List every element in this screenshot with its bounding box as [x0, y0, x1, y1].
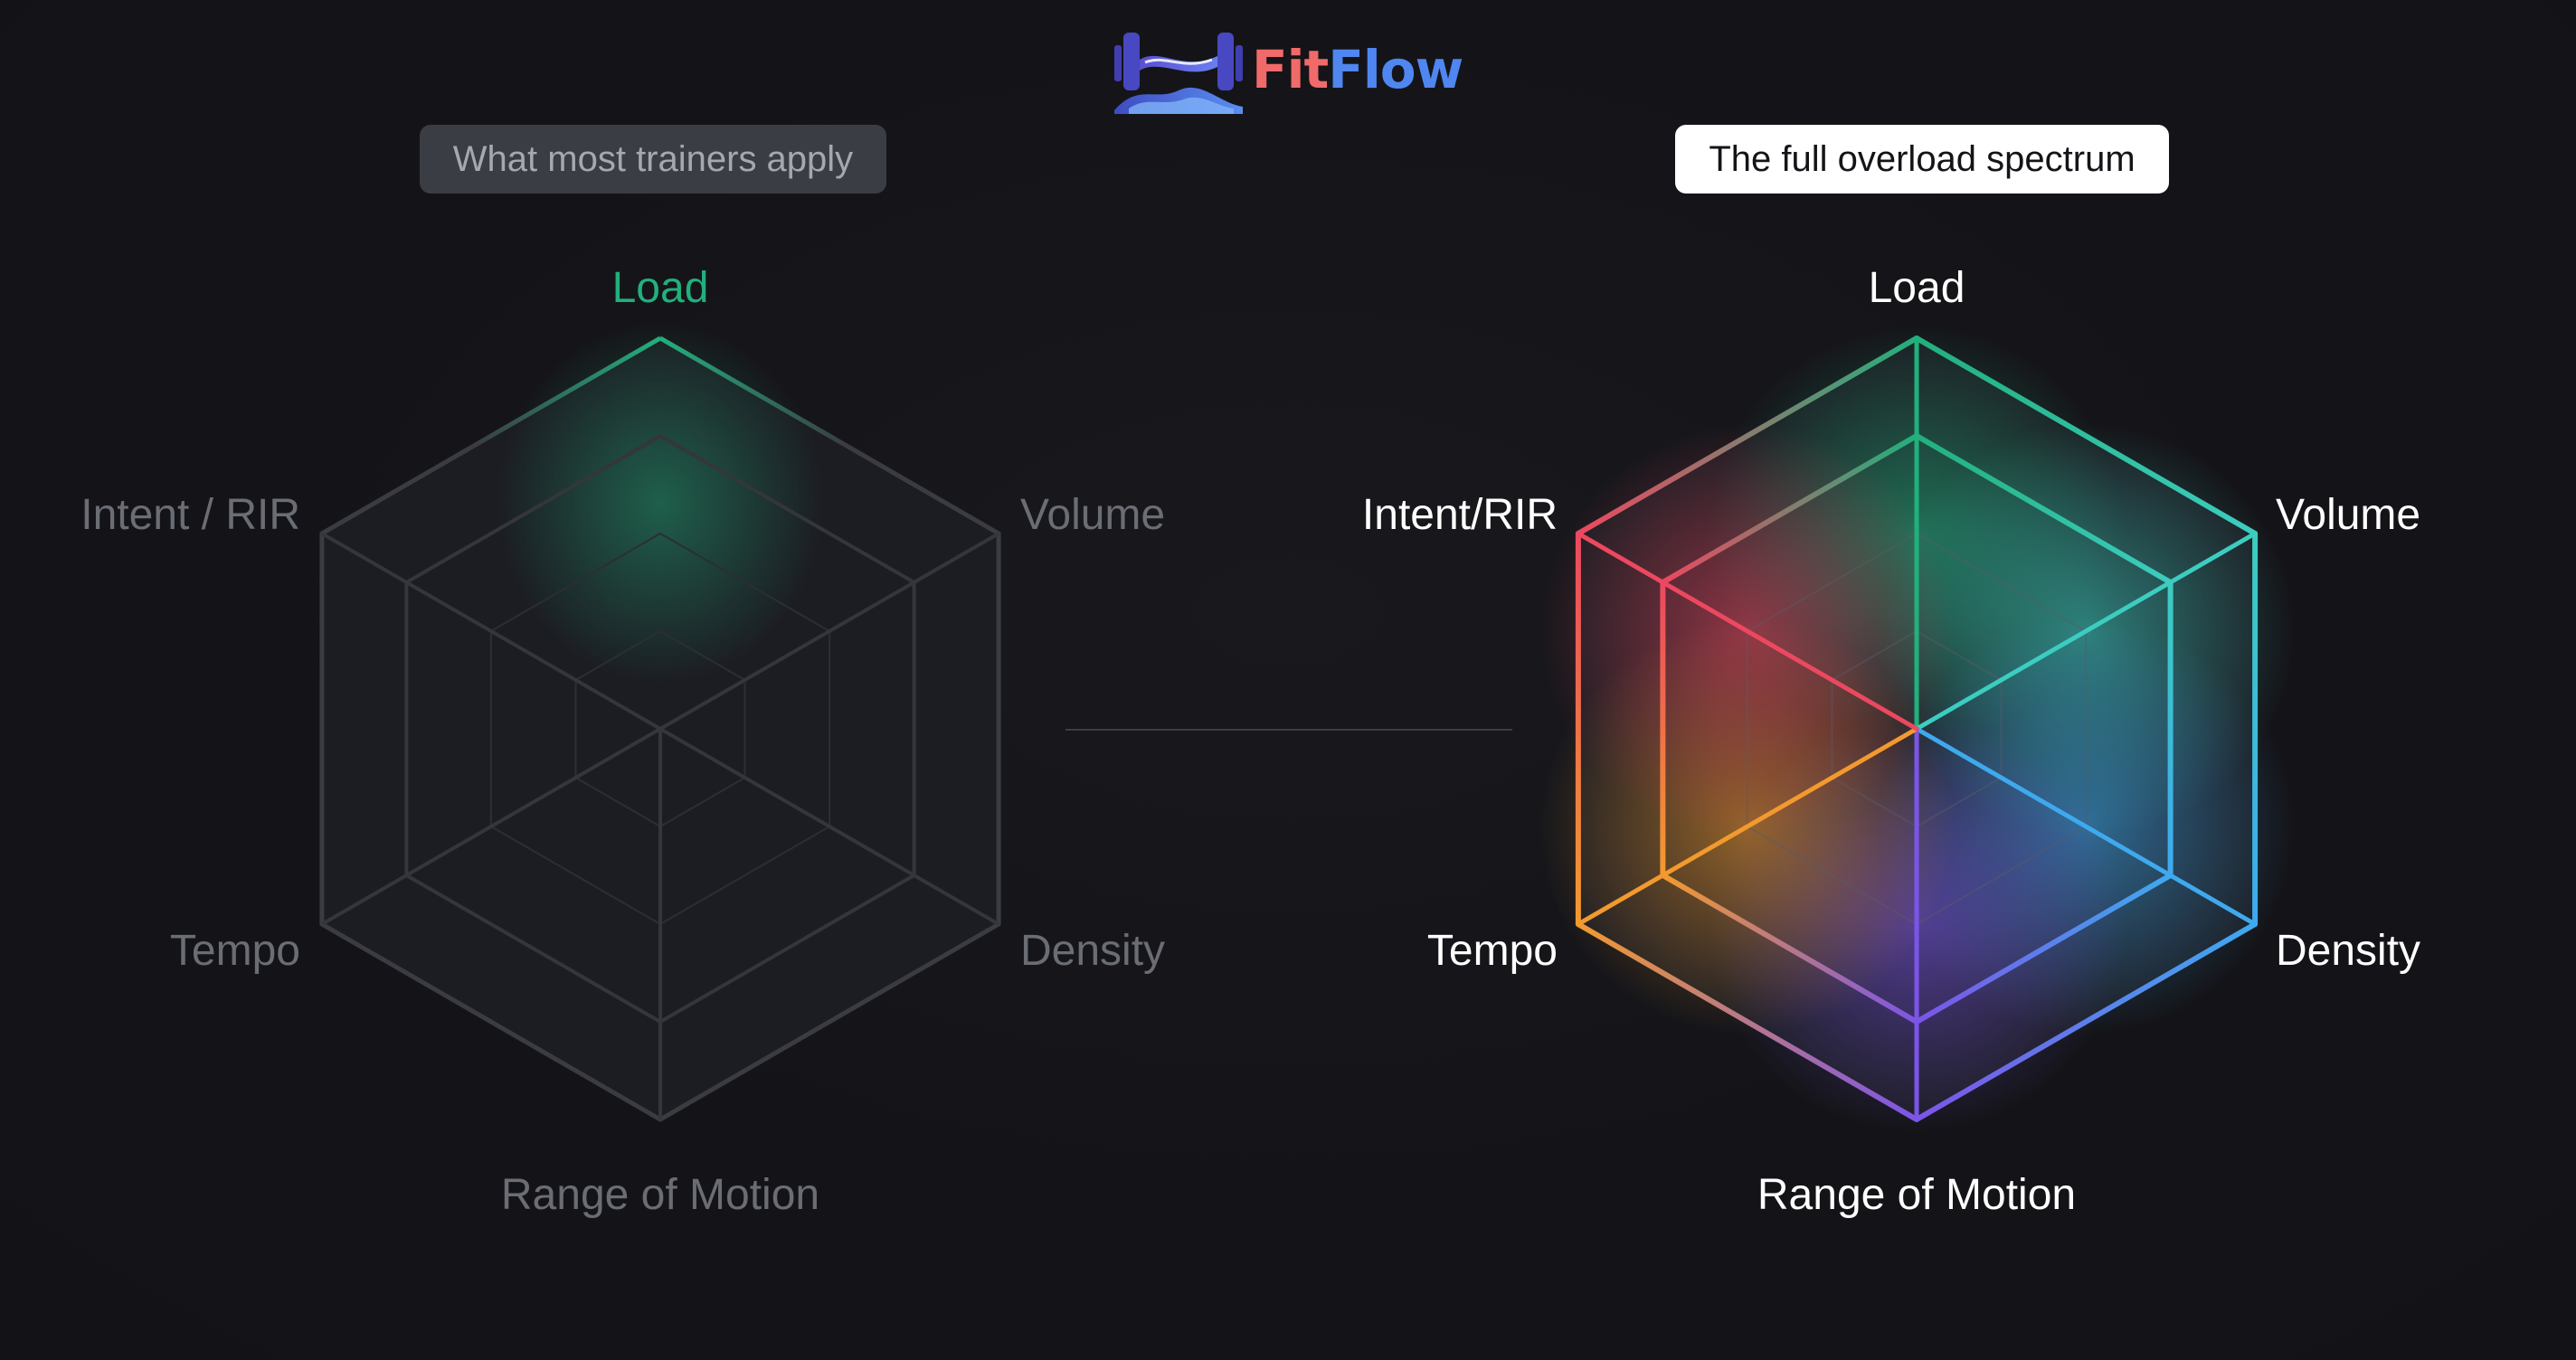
left-axis-spoke-4: [320, 727, 662, 926]
right-outer-edge-3: [1575, 921, 1919, 1122]
right-data-edge-2: [1914, 873, 2174, 1025]
brand-wordmark: FitFlow: [1252, 43, 1463, 96]
brand-name-fit: Fit: [1252, 39, 1329, 100]
left-axis-label-load: Load: [611, 264, 709, 312]
right-axis-label-load: Load: [1868, 264, 1965, 312]
dumbbell-wave-icon: [1114, 33, 1243, 114]
right-axis-spoke-5: [1576, 531, 1919, 732]
right-axis-spoke-4: [1576, 726, 1919, 927]
right-outer-edge-0: [1914, 335, 2259, 536]
right-axis-spoke-1: [1914, 531, 2258, 732]
left-load-edge-right: [658, 335, 848, 448]
left-axis-spoke-5: [320, 532, 662, 731]
left-axis-label-intent-rir: Intent / RIR: [80, 491, 300, 539]
right-outer-edge-5: [1575, 335, 1919, 536]
panel-divider: [1065, 729, 1512, 731]
left-axis-label-volume: Volume: [1020, 491, 1166, 539]
left-axis-spoke-1: [658, 532, 1000, 731]
left-axis-spoke-2: [658, 727, 1000, 926]
right-data-edge-3: [1660, 873, 1919, 1025]
left-load-edge-left: [472, 335, 662, 448]
right-axis-label-intent-rir: Intent/RIR: [1361, 491, 1558, 539]
right-data-edge-5: [1660, 433, 1919, 585]
right-axis-label-range-of-motion: Range of Motion: [1757, 1171, 2077, 1219]
right-outer-edge-2: [1914, 921, 2259, 1122]
left-axis-label-range-of-motion: Range of Motion: [500, 1171, 820, 1219]
right-axis-label-volume: Volume: [2276, 491, 2421, 539]
left-axis-label-density: Density: [1020, 927, 1166, 975]
right-axis-spoke-2: [1914, 726, 2258, 927]
right-panel-title-pill: The full overload spectrum: [1675, 125, 2169, 194]
right-data-edge-0: [1914, 433, 2174, 585]
left-axis-label-tempo: Tempo: [169, 927, 300, 975]
brand-name-flow: Flow: [1328, 39, 1463, 100]
right-axis-label-tempo: Tempo: [1426, 927, 1558, 975]
right-axis-label-density: Density: [2276, 927, 2421, 975]
left-panel-title-pill: What most trainers apply: [420, 125, 886, 194]
brand-logo: FitFlow: [1111, 20, 1473, 119]
